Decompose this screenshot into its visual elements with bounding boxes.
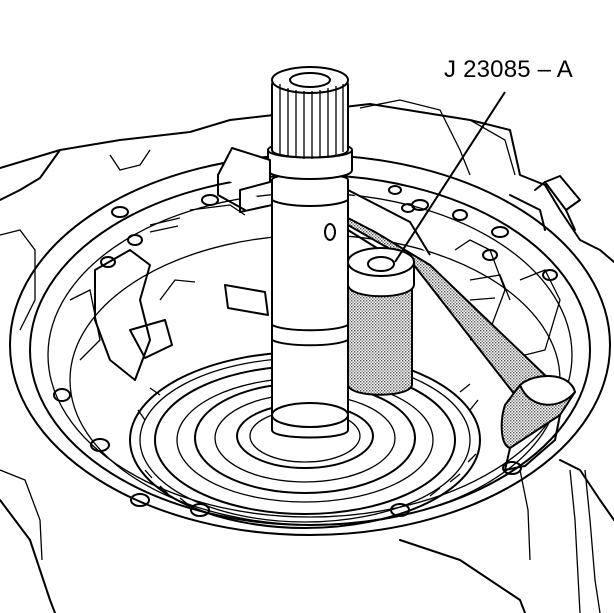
input-shaft [267,66,353,439]
callout-leader-line [394,91,506,263]
case-inner-detail [69,204,561,381]
rim-bolt-holes [53,185,558,517]
transmission-case [0,99,614,613]
callout-label: J 23085 – A [444,56,573,83]
